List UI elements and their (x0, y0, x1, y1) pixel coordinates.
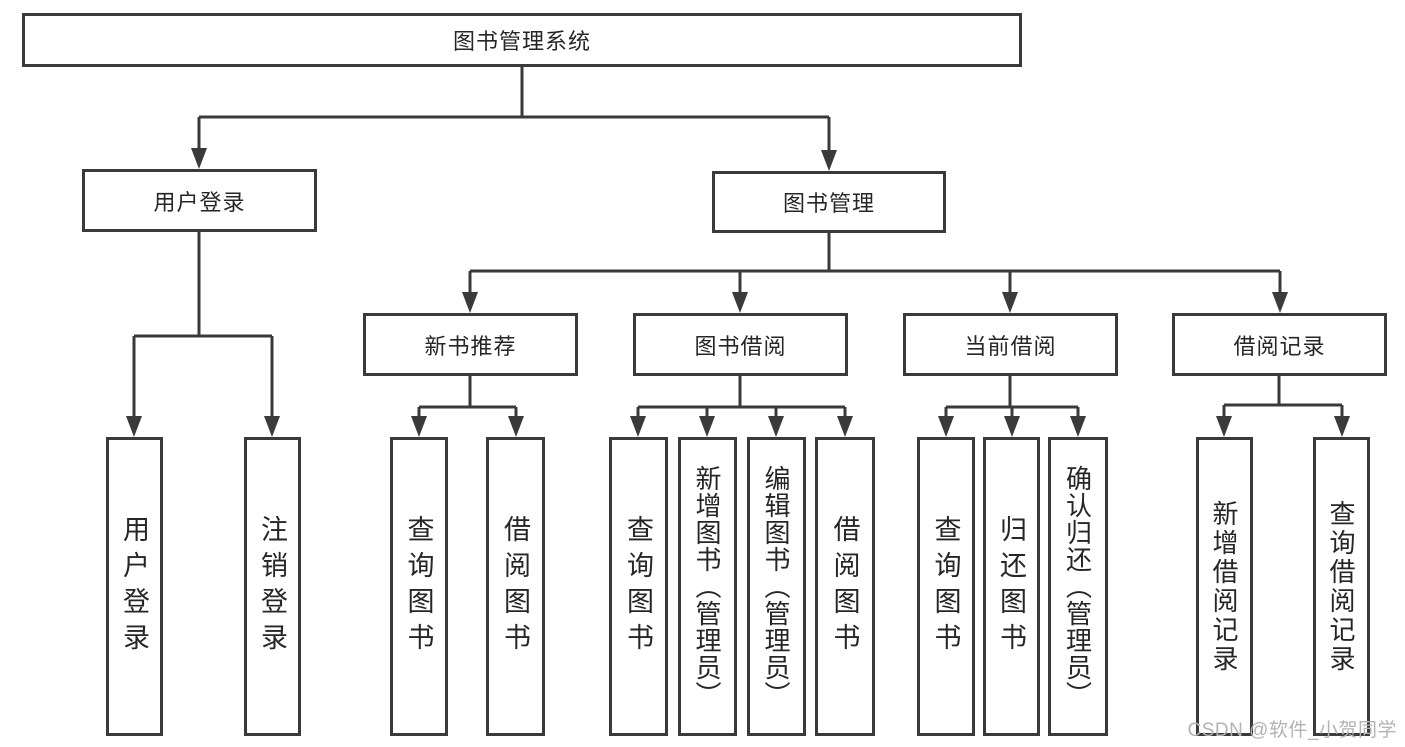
node-book-borrowing: 图书借阅 (633, 313, 848, 376)
leaf-borrow-books-2: 借阅图书 (815, 437, 875, 736)
node-new-book-recommend-label: 新书推荐 (424, 333, 517, 359)
node-current-borrowing-label: 当前借阅 (964, 333, 1057, 359)
leaf-query-books-2: 查询图书 (609, 437, 668, 736)
node-current-borrowing: 当前借阅 (903, 313, 1118, 376)
leaf-confirm-return-admin: 确认归还（管理员） (1048, 437, 1108, 736)
node-book-management: 图书管理 (712, 171, 946, 233)
node-user-login-label: 用户登录 (153, 189, 246, 215)
node-book-management-label: 图书管理 (782, 191, 875, 216)
leaf-add-borrow-record: 新增借阅记录 (1196, 437, 1253, 736)
node-root: 图书管理系统 (22, 13, 1022, 67)
node-new-book-recommend: 新书推荐 (363, 313, 578, 376)
leaf-logout: 注销登录 (244, 437, 301, 736)
leaf-add-book-admin: 新增图书（管理员） (678, 437, 737, 736)
node-user-login: 用户登录 (82, 169, 317, 232)
leaf-edit-book-admin: 编辑图书（管理员） (747, 437, 806, 736)
leaf-query-books-1: 查询图书 (390, 437, 448, 736)
node-book-borrowing-label: 图书借阅 (694, 333, 787, 359)
leaf-user-login: 用户登录 (106, 437, 163, 736)
csdn-watermark: CSDN @软件_小贺同学 (1187, 720, 1397, 741)
leaf-borrow-books-1: 借阅图书 (486, 437, 545, 736)
leaf-return-books: 归还图书 (983, 437, 1040, 736)
node-borrowing-records-label: 借阅记录 (1233, 333, 1326, 359)
node-borrowing-records: 借阅记录 (1172, 313, 1387, 376)
arrowheads (126, 148, 1350, 437)
node-root-label: 图书管理系统 (452, 29, 591, 54)
leaf-query-books-3: 查询图书 (917, 437, 975, 736)
leaf-query-borrow-record: 查询借阅记录 (1313, 437, 1370, 736)
